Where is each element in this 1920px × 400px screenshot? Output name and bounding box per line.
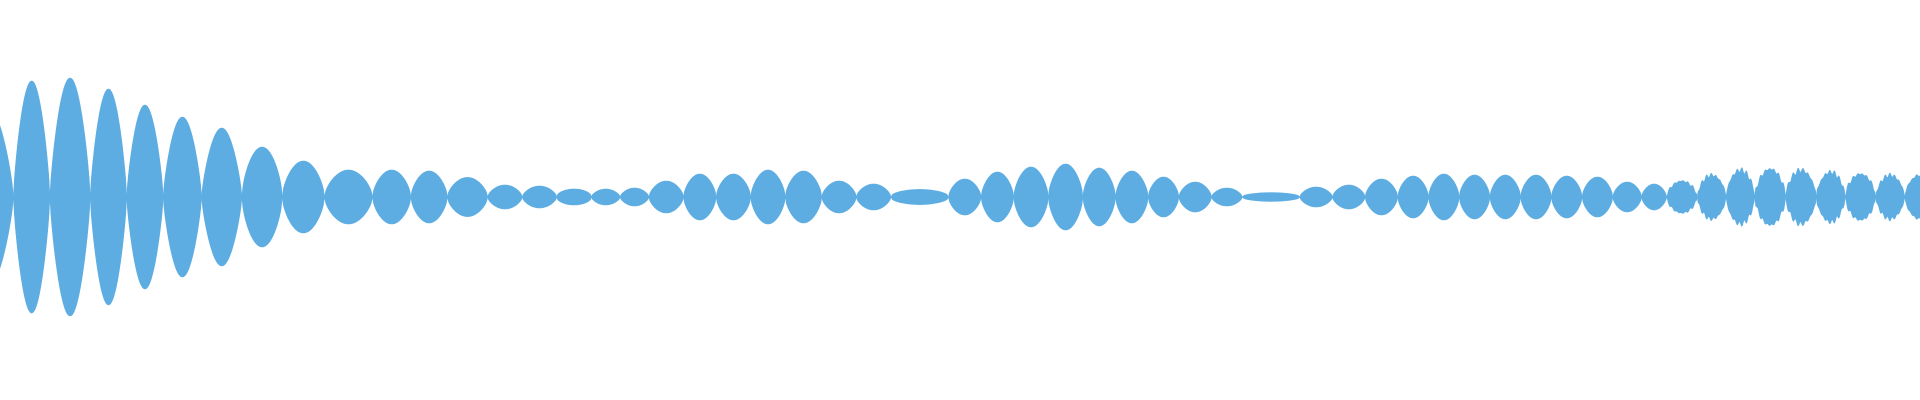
waveform-lobe — [1696, 173, 1727, 221]
waveform-lobe — [648, 180, 684, 214]
waveform-lobe — [1641, 183, 1667, 211]
waveform-lobe — [1904, 174, 1920, 220]
waveform-lobe — [1581, 176, 1614, 218]
waveform-lobe — [856, 183, 892, 211]
waveform-lobe — [1428, 173, 1460, 221]
waveform-lobe — [750, 169, 786, 225]
waveform-lobe — [1332, 184, 1366, 210]
waveform-lobe — [13, 80, 51, 314]
waveform-lobe — [1299, 186, 1333, 208]
waveform-lobe — [1013, 166, 1049, 228]
waveform-lobe — [372, 169, 412, 225]
waveform-lobe — [1785, 167, 1817, 227]
waveform-lobe — [715, 173, 752, 221]
waveform-lobe — [487, 184, 523, 210]
waveform-lobe — [521, 185, 558, 209]
waveform-lobe — [1178, 181, 1212, 213]
waveform-lobe — [1844, 173, 1877, 221]
waveform-lobe — [410, 170, 448, 224]
waveform-lobe — [619, 187, 650, 207]
waveform-lobe — [1612, 181, 1642, 213]
waveform-lobe — [0, 125, 14, 269]
waveform-lobe — [1754, 168, 1786, 226]
waveform-lobe — [324, 169, 373, 225]
waveform-lobe — [948, 178, 982, 216]
waveform-lobe — [281, 160, 325, 234]
waveform-lobe — [89, 88, 128, 306]
waveform-lobe — [241, 146, 283, 248]
waveform-lobe — [201, 127, 243, 267]
waveform-lobe — [162, 116, 202, 278]
waveform-lobe — [1816, 169, 1846, 225]
waveform-lobe — [49, 77, 91, 317]
waveform-lobe — [980, 171, 1015, 223]
waveform-lobe — [1115, 170, 1149, 224]
waveform-lobe — [784, 170, 823, 224]
waveform-lobe — [1725, 167, 1756, 227]
waveform-lobe — [1875, 172, 1905, 222]
waveform-lobe — [126, 104, 164, 290]
waveform-lobe — [1048, 163, 1084, 231]
waveform-lobe — [1364, 178, 1399, 216]
waveform-lobe — [1520, 174, 1552, 220]
waveform-lobe — [1397, 175, 1429, 219]
waveform-lobe — [683, 173, 717, 221]
waveform-lobe — [1211, 187, 1243, 207]
waveform-lobe — [447, 177, 488, 217]
waveform-lobe — [1082, 167, 1116, 227]
waveform-lobe — [1489, 174, 1521, 220]
waveform-lobe — [556, 188, 592, 206]
waveform-lobe — [1241, 192, 1301, 202]
waveform-lobe — [1551, 175, 1583, 219]
waveform-lobe — [1666, 180, 1698, 214]
waveform-lobe — [821, 180, 857, 214]
waveform-lobe — [591, 188, 621, 206]
waveform-lobe — [1147, 176, 1180, 218]
waveform-lobe — [1458, 174, 1491, 220]
waveform-lobe — [890, 189, 949, 205]
